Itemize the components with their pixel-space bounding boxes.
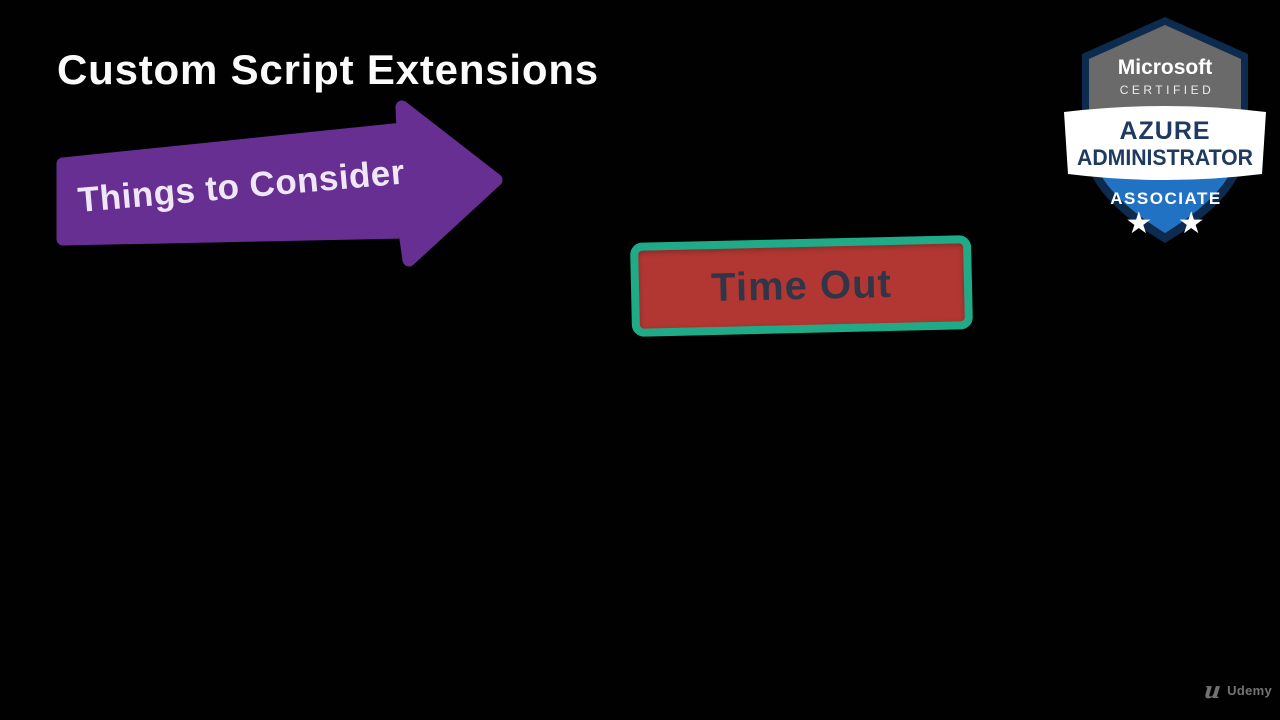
badge-certified-text: CERTIFIED (1120, 83, 1215, 97)
things-to-consider-arrow: Things to Consider (55, 100, 515, 280)
timeout-label: Time Out (710, 261, 893, 310)
badge-associate-text: ASSOCIATE (1110, 189, 1221, 208)
udemy-brand-text: Udemy (1227, 683, 1272, 698)
slide-title: Custom Script Extensions (57, 46, 599, 93)
azure-certification-badge: Microsoft CERTIFIED AZURE ADMINISTRATOR … (1062, 15, 1268, 247)
badge-azure-text: AZURE (1119, 117, 1210, 145)
arrow-right-icon (56, 100, 503, 267)
badge-ribbon (1064, 106, 1266, 180)
udemy-logo-icon: u (1202, 677, 1223, 704)
badge-brand-text: Microsoft (1118, 56, 1213, 79)
arrow-right-shape: Things to Consider (56, 100, 503, 267)
badge-administrator-text: ADMINISTRATOR (1077, 145, 1253, 170)
udemy-watermark: u Udemy (1202, 677, 1272, 704)
badge-stars-icon: ★ ★ (1125, 206, 1212, 241)
timeout-card: Time Out (629, 235, 974, 337)
certification-shield-icon: Microsoft CERTIFIED AZURE ADMINISTRATOR … (1064, 17, 1266, 243)
